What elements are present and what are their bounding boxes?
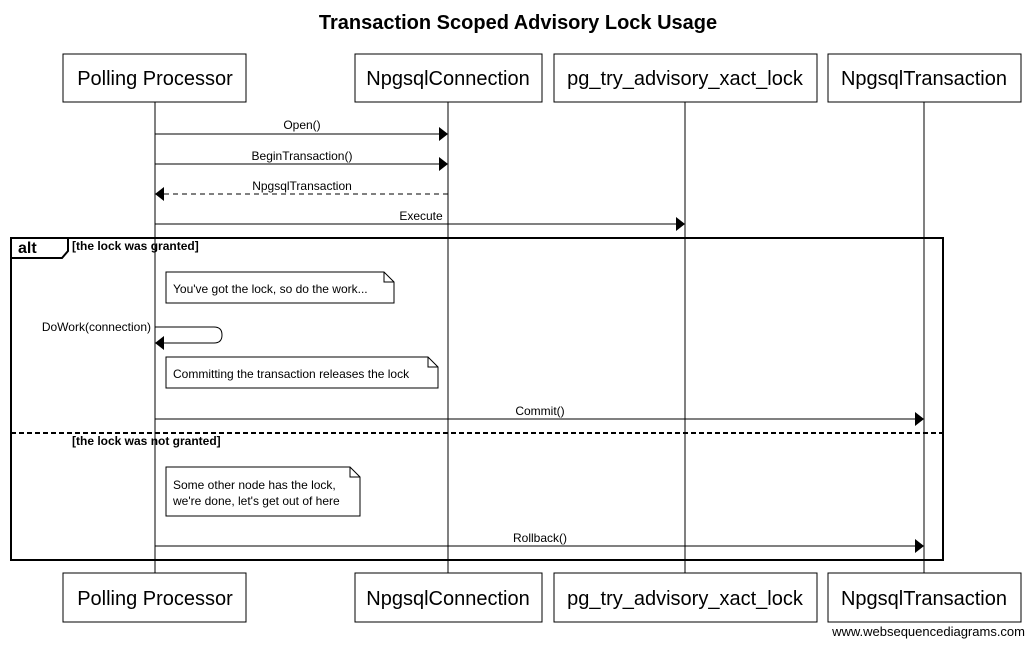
- actor-label: Polling Processor: [77, 588, 233, 610]
- arrowhead-icon: [439, 127, 448, 141]
- actor-label: NpgsqlTransaction: [841, 68, 1007, 90]
- watermark: www.websequencediagrams.com: [831, 624, 1025, 639]
- alt-guard-granted: [the lock was granted]: [72, 239, 199, 253]
- note-text: Committing the transaction releases the …: [173, 367, 410, 381]
- actor-bottom-npgsql-connection: NpgsqlConnection: [354, 572, 543, 623]
- message-execute: Execute: [155, 209, 685, 231]
- message-rollback: Rollback(): [155, 531, 924, 553]
- message-label: BeginTransaction(): [252, 149, 353, 163]
- message-do-work-self: DoWork(connection): [42, 320, 223, 350]
- note-text-line: Some other node has the lock,: [173, 478, 336, 492]
- message-open: Open(): [155, 118, 448, 141]
- actor-bottom-polling-processor: Polling Processor: [62, 572, 247, 623]
- note-text-line: we're done, let's get out of here: [172, 494, 340, 508]
- actor-top-polling-processor: Polling Processor: [62, 53, 247, 103]
- message-label: NpgsqlTransaction: [252, 179, 352, 193]
- actor-top-pg-try-advisory-xact-lock: pg_try_advisory_xact_lock: [553, 53, 818, 103]
- actor-bottom-npgsql-transaction: NpgsqlTransaction: [827, 572, 1022, 623]
- arrowhead-icon: [439, 157, 448, 171]
- diagram-title: Transaction Scoped Advisory Lock Usage: [319, 12, 717, 34]
- alt-guard-not-granted: [the lock was not granted]: [72, 434, 221, 448]
- actor-label: NpgsqlTransaction: [841, 588, 1007, 610]
- arrowhead-icon: [155, 336, 164, 350]
- note-commit-releases-lock: Committing the transaction releases the …: [165, 356, 439, 389]
- message-npgsql-transaction-return: NpgsqlTransaction: [155, 179, 448, 201]
- actor-label: Polling Processor: [77, 68, 233, 90]
- arrowhead-icon: [915, 412, 924, 426]
- arrowhead-icon: [155, 187, 164, 201]
- message-label: Rollback(): [513, 531, 567, 545]
- actor-bottom-pg-try-advisory-xact-lock: pg_try_advisory_xact_lock: [553, 572, 818, 623]
- actor-label: pg_try_advisory_xact_lock: [567, 588, 804, 610]
- arrowhead-icon: [676, 217, 685, 231]
- note-other-node-has-lock: Some other node has the lock, we're done…: [165, 466, 361, 517]
- arrowhead-icon: [915, 539, 924, 553]
- message-label: Open(): [283, 118, 320, 132]
- message-label: Execute: [399, 209, 443, 223]
- note-text: You've got the lock, so do the work...: [173, 282, 368, 296]
- actor-label: NpgsqlConnection: [366, 588, 529, 610]
- alt-frame: alt [the lock was granted] [the lock was…: [10, 237, 944, 561]
- actor-top-npgsql-connection: NpgsqlConnection: [354, 53, 543, 103]
- alt-tag-box: [10, 237, 69, 259]
- message-label: DoWork(connection): [42, 320, 151, 334]
- actor-top-npgsql-transaction: NpgsqlTransaction: [827, 53, 1022, 103]
- note-got-lock: You've got the lock, so do the work...: [165, 271, 395, 304]
- message-commit: Commit(): [155, 404, 924, 426]
- alt-tag: alt: [18, 240, 37, 257]
- message-begin-transaction: BeginTransaction(): [155, 149, 448, 171]
- message-label: Commit(): [515, 404, 564, 418]
- actor-label: NpgsqlConnection: [366, 68, 529, 90]
- actor-label: pg_try_advisory_xact_lock: [567, 68, 804, 90]
